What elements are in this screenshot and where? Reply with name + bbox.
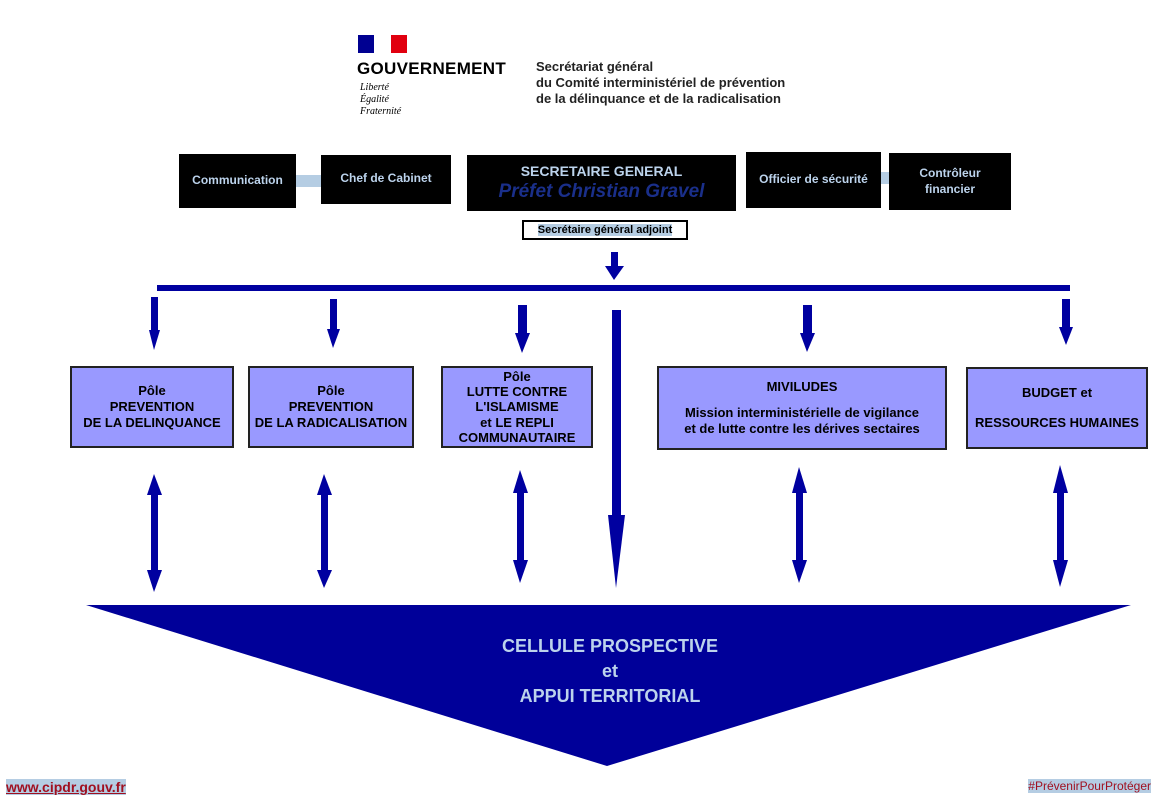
adjoint-down-arrow	[605, 252, 624, 280]
miviludes-box: MIVILUDES Mission interministérielle de …	[657, 366, 947, 450]
org-line: de la délinquance et de la radicalisatio…	[536, 91, 781, 106]
budget-rh-box: BUDGET et RESSOURCES HUMAINES	[966, 367, 1148, 449]
chef-cabinet-label: Chef de Cabinet	[340, 171, 432, 185]
website-link[interactable]: www.cipdr.gouv.fr	[6, 779, 126, 795]
cellule-triangle	[86, 605, 1131, 766]
double-arrow-miviludes	[792, 467, 807, 583]
pole-line: MIVILUDES	[766, 378, 838, 394]
pole-line: BUDGET et	[1021, 384, 1093, 400]
cellule-line: APPUI TERRITORIAL	[519, 686, 701, 706]
double-arrow-pole-3	[513, 470, 528, 583]
secretaire-general-box: SECRETAIRE GENERAL Préfet Christian Grav…	[467, 155, 736, 211]
communication-box: Communication	[179, 154, 296, 208]
motto-fraternite: Fraternité	[360, 106, 402, 117]
central-down-arrow	[608, 310, 625, 588]
pole-line: DE LA RADICALISATION	[254, 415, 408, 431]
hashtag: #PrévenirPourProtéger	[1028, 779, 1151, 793]
controleur-line: Contrôleur	[919, 165, 981, 180]
controleur-line: financier	[924, 181, 975, 196]
sg-title: SECRETAIRE GENERAL	[520, 162, 683, 179]
sg-name: Préfet Christian Gravel	[498, 180, 705, 202]
pole-line: COMMUNAUTAIRE	[458, 429, 576, 445]
controleur-financier-box: Contrôleur financier	[889, 153, 1011, 210]
down-arrow-pole-2	[327, 299, 340, 348]
officier-securite-box: Officier de sécurité	[746, 152, 881, 208]
pole-line: RESSOURCES HUMAINES	[975, 415, 1139, 430]
motto-egalite: Égalité	[360, 94, 389, 105]
org-name: Secrétariat général du Comité interminis…	[536, 59, 785, 107]
connector	[880, 172, 890, 184]
cellule-line: et	[601, 661, 618, 681]
chef-cabinet-box: Chef de Cabinet	[321, 155, 451, 204]
down-arrow-budget	[1059, 299, 1073, 345]
pole-line: Pôle	[503, 368, 531, 384]
double-arrow-pole-1	[147, 474, 162, 592]
org-line: Secrétariat général	[536, 59, 654, 74]
connector	[295, 175, 323, 187]
brand-title: GOUVERNEMENT	[357, 59, 507, 78]
motto: Liberté Égalité Fraternité	[360, 82, 401, 118]
motto-liberte: Liberté	[360, 82, 389, 93]
adjoint-label: Secrétaire général adjoint	[537, 224, 673, 236]
pole-line: Pôle	[138, 382, 166, 398]
down-arrow-pole-1	[149, 297, 160, 350]
communication-label: Communication	[192, 173, 283, 188]
cellule-line: CELLULE PROSPECTIVE	[501, 636, 719, 656]
adjoint-box: Secrétaire général adjoint	[522, 220, 688, 240]
double-arrow-pole-2	[317, 474, 332, 588]
marianne-logo	[358, 35, 407, 53]
pole-line: Mission interministérielle de vigilance	[684, 404, 920, 420]
pole-line: Pôle	[317, 382, 345, 398]
cellule-label: CELLULE PROSPECTIVE et APPUI TERRITORIAL	[460, 634, 760, 709]
pole-line: L'ISLAMISME	[475, 399, 559, 415]
officier-label: Officier de sécurité	[759, 172, 868, 187]
pole-line: PREVENTION	[109, 398, 195, 414]
pole-prevention-radicalisation: Pôle PREVENTION DE LA RADICALISATION	[248, 366, 414, 448]
pole-line: et LE REPLI	[480, 414, 554, 430]
org-line: du Comité interministériel de prévention	[536, 75, 786, 90]
pole-line: LUTTE CONTRE	[466, 384, 568, 400]
horizontal-bar	[157, 285, 1070, 291]
pole-lutte-islamisme: Pôle LUTTE CONTRE L'ISLAMISME et LE REPL…	[441, 366, 593, 448]
pole-prevention-delinquance: Pôle PREVENTION DE LA DELINQUANCE	[70, 366, 234, 448]
down-arrow-miviludes	[800, 305, 815, 352]
double-arrow-budget	[1053, 465, 1068, 587]
pole-line: et de lutte contre les dérives sectaires	[684, 421, 920, 437]
down-arrow-pole-3	[515, 305, 530, 353]
pole-line: PREVENTION	[288, 398, 374, 414]
pole-line: DE LA DELINQUANCE	[83, 415, 221, 431]
